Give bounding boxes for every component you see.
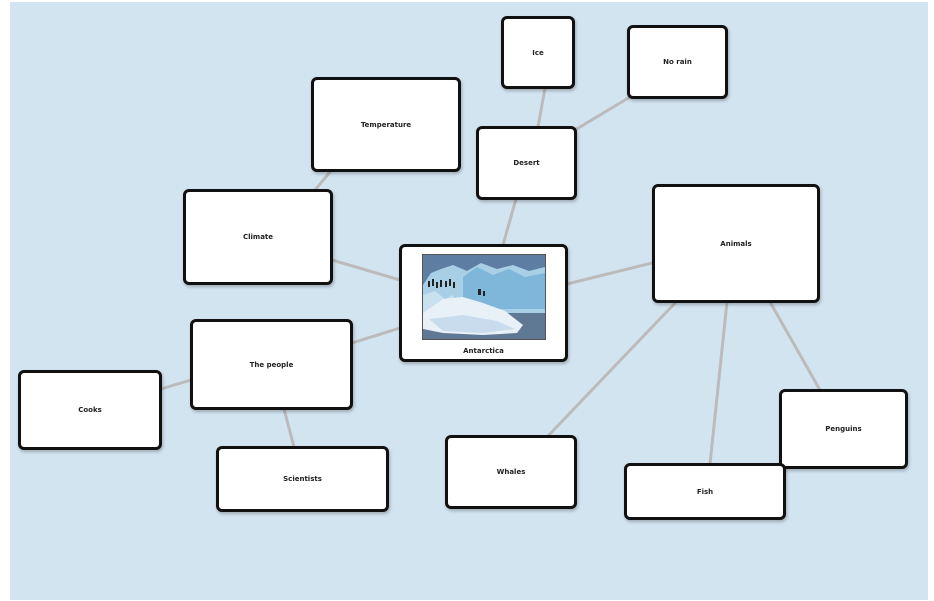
link-people-center — [350, 326, 402, 345]
link-animals-fish — [708, 300, 729, 466]
link-people-scientists — [282, 407, 296, 449]
link-animals-penguins — [768, 300, 822, 392]
link-temperature-climate — [313, 170, 332, 192]
link-climate-center — [330, 258, 402, 282]
node-animals[interactable]: Animals — [652, 184, 820, 303]
node-ice[interactable]: Ice — [501, 16, 575, 89]
node-label: Cooks — [78, 406, 102, 414]
node-temperature[interactable]: Temperature — [311, 77, 461, 172]
link-ice-desert — [536, 86, 547, 129]
node-label: Penguins — [825, 425, 862, 433]
icebergs-penguins-photo — [421, 254, 546, 340]
node-label: Whales — [496, 468, 526, 476]
node-label: Desert — [513, 159, 540, 167]
link-desert-center — [501, 197, 518, 247]
node-antarctica[interactable]: Antarctica — [399, 244, 568, 362]
node-scientists[interactable]: Scientists — [216, 446, 389, 512]
node-label: Fish — [696, 487, 714, 496]
node-climate[interactable]: Climate — [183, 189, 333, 285]
link-animals-whales — [546, 300, 678, 438]
node-label: No rain — [663, 58, 692, 66]
node-penguins[interactable]: Penguins — [779, 389, 908, 469]
node-desert[interactable]: Desert — [476, 126, 577, 200]
node-label: Animals — [720, 239, 752, 248]
node-label: Ice — [532, 48, 544, 57]
node-label: Antarctica — [463, 347, 504, 355]
node-label: Temperature — [360, 120, 412, 129]
node-label: Climate — [242, 233, 274, 241]
link-norain-desert — [573, 95, 632, 132]
link-people-cooks — [159, 378, 193, 391]
node-label: The people — [249, 360, 294, 369]
node-no-rain[interactable]: No rain — [627, 25, 728, 99]
node-label: Scientists — [283, 475, 322, 483]
node-whales[interactable]: Whales — [445, 435, 577, 509]
node-fish[interactable]: Fish — [624, 463, 786, 520]
node-the-people[interactable]: The people — [190, 319, 353, 410]
link-center-animals — [565, 261, 654, 286]
node-cooks[interactable]: Cooks — [18, 370, 162, 450]
